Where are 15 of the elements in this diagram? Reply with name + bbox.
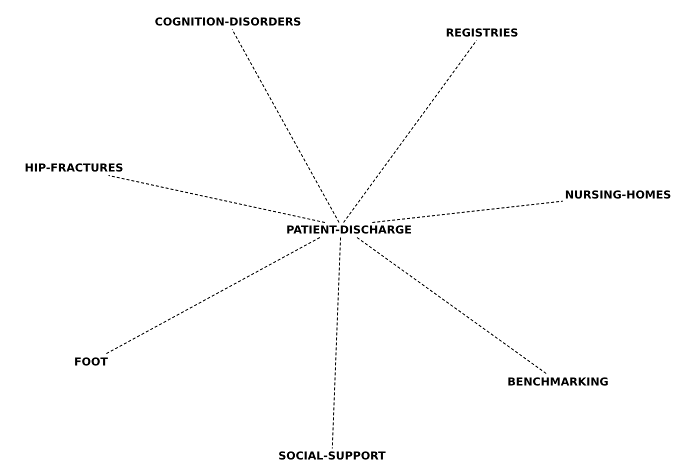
topic-label: FOOT — [72, 354, 110, 370]
topic-label: BENCHMARKING — [505, 374, 611, 390]
topic-label: REGISTRIES — [444, 26, 520, 40]
dashed-connector — [104, 237, 320, 355]
topic-label: PATIENT-DISCHARGE — [284, 222, 414, 238]
topic-label: COGNITION-DISORDERS — [152, 14, 304, 30]
dashed-connector — [232, 29, 340, 223]
dashed-connector — [108, 175, 326, 223]
dashed-connector — [332, 237, 342, 449]
dashed-connector — [372, 200, 564, 223]
topic-label: NURSING-HOMES — [562, 188, 674, 202]
topic-label: HIP-FRACTURES — [22, 160, 126, 176]
dashed-connector — [356, 237, 548, 375]
topic-label: SOCIAL-SUPPORT — [276, 448, 388, 464]
dashed-connector — [343, 40, 478, 223]
